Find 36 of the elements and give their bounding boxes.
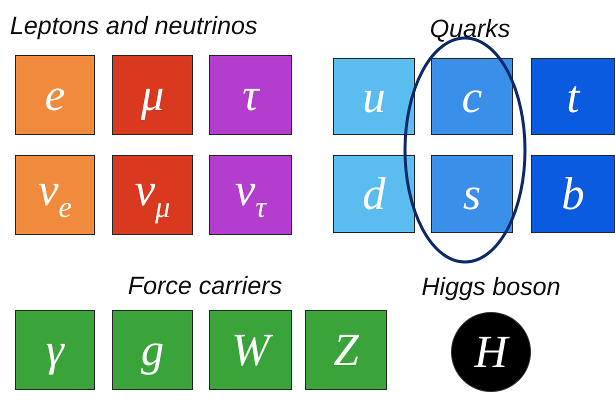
particle-square [15, 155, 95, 235]
particle-square [333, 155, 415, 233]
group-heading: Force carriers [128, 272, 282, 301]
group-heading: Leptons and neutrinos [10, 12, 258, 41]
particle-symbol: ν$_{μ}$ [134, 167, 170, 223]
particle-square [531, 155, 615, 233]
particle-square [531, 58, 615, 135]
particle-symbol: c [462, 74, 482, 120]
particle-symbol: g [141, 327, 164, 373]
particle-square [112, 310, 193, 390]
particle-symbol: Z [333, 327, 359, 373]
particle-square [209, 155, 292, 235]
particle-symbol: H [474, 329, 508, 375]
particle-square [15, 55, 95, 135]
particle-symbol: τ [242, 72, 259, 118]
particle-symbol: s [463, 171, 481, 217]
particle-square [112, 155, 193, 235]
particle-square [305, 310, 387, 390]
particle-symbol: b [562, 171, 584, 217]
particle-symbol: d [362, 171, 386, 217]
particle-symbol: u [362, 74, 386, 120]
particle-square [431, 58, 513, 135]
particle-square [431, 155, 513, 233]
particle-symbol: ν$_{e}$ [38, 167, 72, 223]
particle-square [333, 58, 415, 135]
particle-square [209, 310, 292, 390]
particle-symbol: e [44, 72, 66, 118]
particle-symbol: μ [140, 72, 164, 118]
particle-square [15, 310, 95, 390]
group-heading: Higgs boson [422, 273, 560, 302]
particle-symbol: t [566, 74, 580, 120]
particle-symbol: γ [46, 327, 64, 373]
particle-square [112, 55, 193, 135]
group-heading: Quarks [430, 15, 510, 44]
particle-symbol: ν$_{τ}$ [234, 167, 266, 223]
particle-square [209, 55, 292, 135]
